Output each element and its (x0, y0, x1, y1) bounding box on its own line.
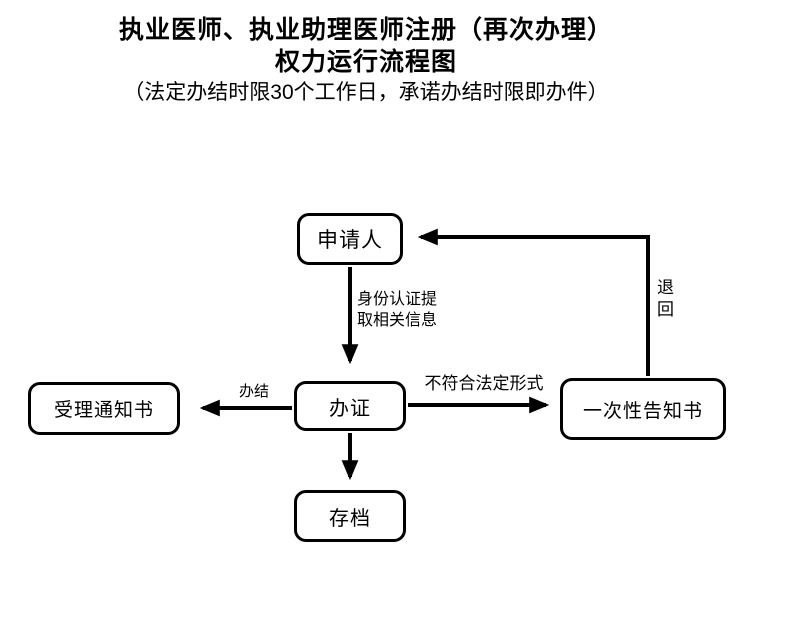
title-line-1: 执业医师、执业助理医师注册（再次办理） (118, 16, 613, 44)
node-process: 办证 (294, 381, 406, 431)
edge-label-identity-authentication: 身份认证提取相关信息 (357, 291, 438, 329)
edge-label-return: 退回 (657, 278, 674, 319)
edge-one-time-to-applicant-return (417, 228, 650, 376)
title-line-2: 权力运行流程图 (274, 48, 457, 76)
title-subtitle: （法定办结时限30个工作日，承诺办结时限即办件） (123, 81, 609, 104)
edge-label-complete: 办结 (238, 383, 269, 400)
node-acceptance-notice: 受理通知书 (28, 382, 180, 435)
edge-label-not-legal-form: 不符合法定形式 (424, 374, 544, 393)
node-archive: 存档 (294, 490, 406, 542)
node-applicant: 申请人 (297, 213, 403, 265)
node-one-time-notice: 一次性告知书 (560, 378, 726, 440)
title-block: 执业医师、执业助理医师注册（再次办理） 权力运行流程图 （法定办结时限30个工作… (0, 14, 732, 107)
